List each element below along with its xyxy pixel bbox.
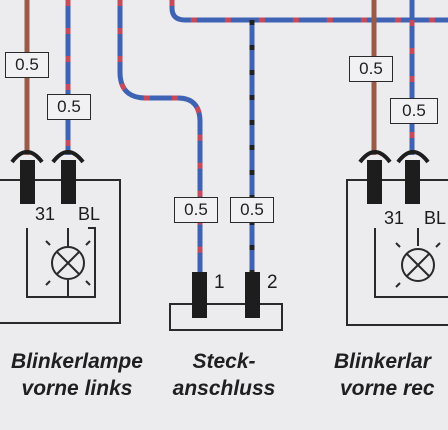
right-terminal-31 (367, 160, 382, 204)
left-bulb-icon (45, 240, 91, 286)
wire-connector-pin1 (117, 0, 203, 278)
left-lamp-housing (0, 179, 121, 324)
right-terminal-bl-label: BL (424, 208, 447, 228)
right-wire-size-a: 0.5 (349, 56, 393, 82)
right-hook-31 (358, 150, 392, 164)
left-terminal-bl (61, 160, 76, 204)
right-lamp-caption-line2: vorne rec (340, 377, 435, 400)
left-terminal-31-label: 31 (35, 204, 56, 224)
right-lamp-housing (346, 179, 448, 326)
connector-wire-size-2: 0.5 (230, 197, 274, 223)
connector-pin-2 (245, 272, 260, 318)
connector-pin-2-label: 2 (267, 272, 278, 293)
right-lamp-circuit (374, 228, 448, 298)
right-lamp-caption: Blinkerlar vorne rec (334, 348, 448, 402)
connector-caption-line2: anschluss (172, 377, 276, 400)
right-lamp-caption-line1: Blinkerlar (334, 350, 431, 373)
left-terminal-31 (20, 160, 35, 204)
left-wire-size-a: 0.5 (5, 52, 49, 78)
left-lamp-circuit (26, 227, 96, 298)
right-wire-size-b: 0.5 (390, 98, 438, 124)
connector-wire-size-1: 0.5 (174, 197, 218, 223)
connector-pin-1 (192, 272, 207, 318)
wire-connector-pin1-tracer (117, 0, 203, 278)
wire-top-bus (169, 0, 448, 23)
left-lamp-caption-line2: vorne links (21, 377, 133, 400)
left-hook-31 (10, 150, 44, 164)
left-lamp-caption: Blinkerlampe vorne links (0, 348, 160, 402)
connector-caption-line1: Steck- (192, 350, 256, 373)
right-hook-bl (396, 150, 430, 164)
left-wire-size-b: 0.5 (47, 94, 91, 120)
left-lamp-caption-line1: Blinkerlampe (11, 350, 143, 373)
connector-pin-1-label: 1 (214, 272, 225, 293)
right-terminal-31-label: 31 (384, 208, 405, 228)
right-terminal-bl (405, 160, 420, 204)
left-terminal-bl-label: BL (78, 204, 101, 224)
wire-top-bus-tracer (169, 0, 448, 23)
connector-housing (169, 303, 283, 331)
connector-caption: Steck- anschluss (160, 348, 288, 402)
left-hook-bl (51, 150, 85, 164)
right-bulb-icon (395, 242, 441, 288)
